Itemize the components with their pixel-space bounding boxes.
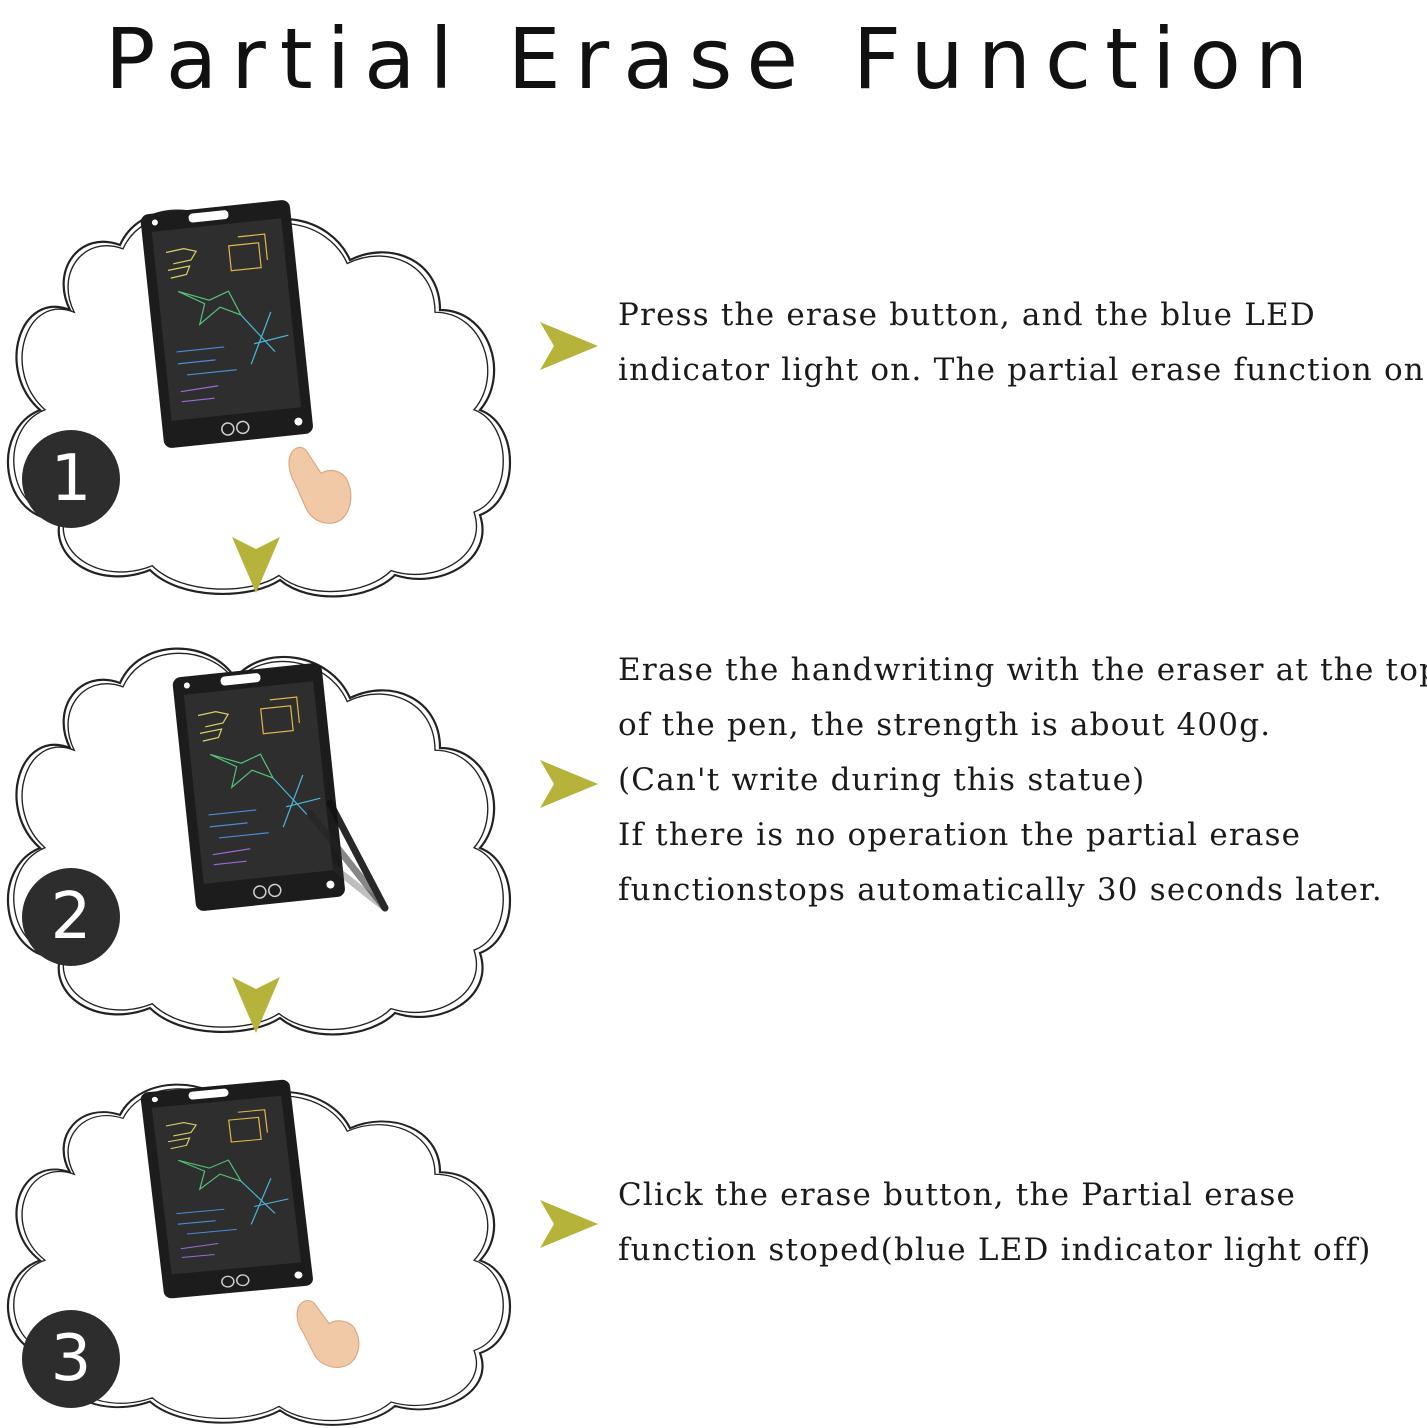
page-title: Partial Erase Function: [104, 10, 1323, 108]
step-description: Erase the handwriting with the eraser at…: [618, 643, 1427, 918]
step-description: Click the erase button, the Partial eras…: [618, 1168, 1372, 1278]
description-line: If there is no operation the partial era…: [618, 817, 1302, 853]
cloud-frame: [6, 198, 512, 598]
description-line: functionstops automatically 30 seconds l…: [618, 872, 1383, 908]
tablet-finger-press-icon: [139, 1078, 315, 1300]
arrow-right-icon: [540, 322, 598, 370]
description-line: (Can't write during this statue): [618, 762, 1146, 798]
step-number-badge: 2: [22, 868, 120, 966]
step-number-badge: 1: [22, 430, 120, 528]
tablet-finger-press-icon: [139, 198, 315, 450]
description-line: indicator light on. The partial erase fu…: [618, 352, 1427, 388]
arrow-right-icon: [540, 760, 598, 808]
description-line: function stoped(blue LED indicator light…: [618, 1232, 1372, 1268]
arrow-down-icon: [232, 537, 280, 593]
description-line: Click the erase button, the Partial eras…: [618, 1177, 1297, 1213]
step-description: Press the erase button, and the blue LED…: [618, 288, 1427, 398]
cloud-frame: [6, 647, 512, 1036]
arrow-down-icon: [232, 977, 280, 1033]
description-line: Erase the handwriting with the eraser at…: [618, 652, 1427, 688]
description-line: Press the erase button, and the blue LED: [618, 297, 1316, 333]
arrow-right-icon: [540, 1200, 598, 1248]
stylus-pen-icon: [286, 799, 389, 912]
description-line: of the pen, the strength is about 400g.: [618, 707, 1272, 743]
step-number-badge: 3: [22, 1310, 120, 1408]
tablet-pen-erase-icon: [171, 661, 347, 913]
